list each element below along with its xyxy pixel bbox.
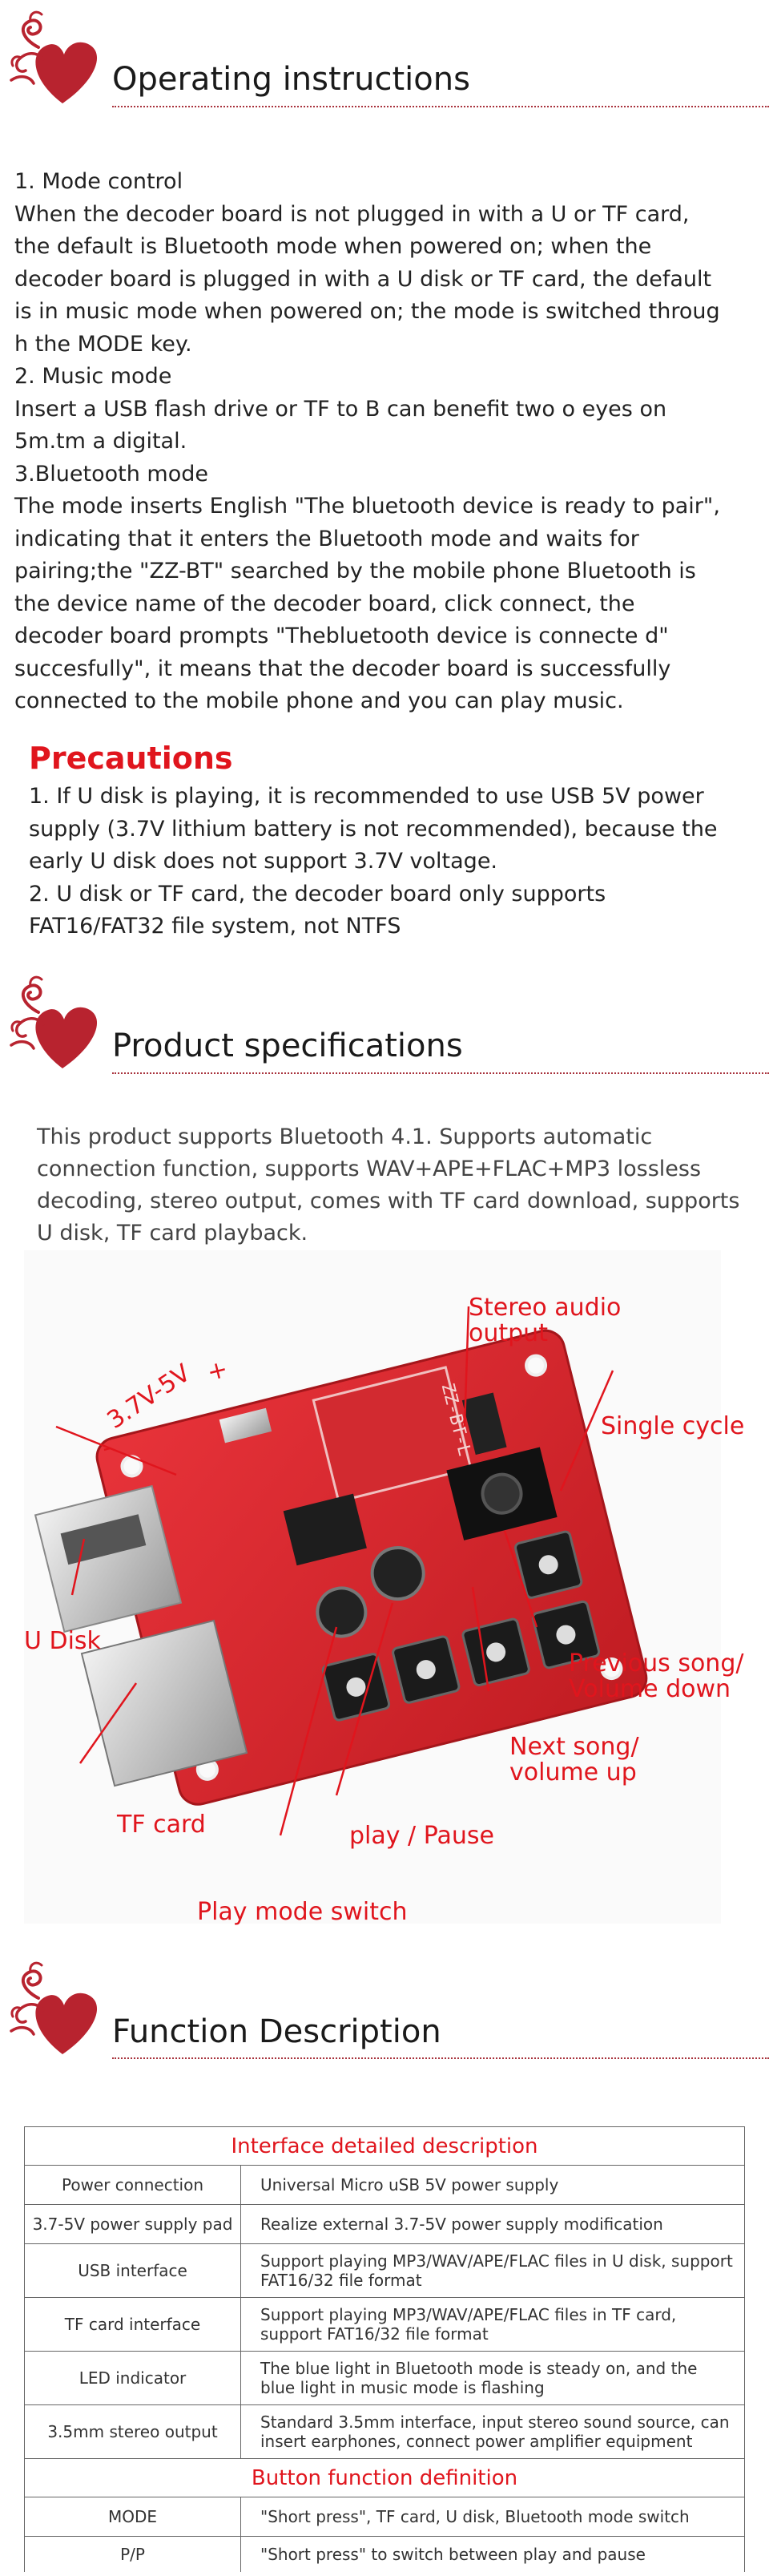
text-line: Insert a USB flash drive or TF to B can …	[14, 396, 667, 422]
text-line: h the MODE key.	[14, 331, 192, 357]
text-line: pairing;the "ZZ-BT" searched by the mobi…	[14, 559, 696, 583]
section-title: Product specifications	[112, 1028, 463, 1064]
table-row: LED indicator The blue light in Bluetoot…	[24, 2351, 745, 2405]
callout-next-song: Next song/ volume up	[509, 1733, 639, 1787]
interface-name: USB interface	[24, 2243, 241, 2298]
callout-single-cycle: Single cycle	[601, 1412, 745, 1440]
interface-name: LED indicator	[24, 2351, 241, 2405]
interface-desc: Universal Micro uSB 5V power supply	[240, 2165, 745, 2205]
decoder-board-diagram: 3.7V-5V - + ZZ-BT-L Stereo audio	[24, 1250, 744, 1926]
text-line: U disk, TF card playback.	[37, 1221, 308, 1246]
dotted-divider	[112, 2057, 769, 2059]
text-line: connection function, supports WAV+APE+FL…	[37, 1157, 702, 1181]
operating-instructions-header: Operating instructions	[0, 3, 769, 115]
text-line: connected to the mobile phone and you ca…	[14, 688, 624, 713]
text-line: indicating that it enters the Bluetooth …	[14, 526, 639, 551]
table-row: Power connection Universal Micro uSB 5V …	[24, 2165, 745, 2205]
text-line: The mode inserts English "The bluetooth …	[14, 494, 720, 519]
heart-flourish-logo-icon	[6, 1954, 119, 2066]
interface-name: Power connection	[24, 2165, 241, 2205]
specification-summary: This product supports Bluetooth 4.1. Sup…	[37, 1121, 742, 1250]
product-specifications-header: Product specifications	[0, 968, 769, 1080]
interface-table-header: Interface detailed description	[24, 2126, 745, 2166]
text-line: decoder board prompts "Thebluetooth devi…	[14, 624, 669, 648]
text-line: When the decoder board is not plugged in…	[14, 201, 690, 227]
interface-name: TF card interface	[24, 2297, 241, 2352]
interface-name: 3.5mm stereo output	[24, 2404, 241, 2459]
button-table-header: Button function definition	[24, 2458, 745, 2497]
callout-play-pause: play / Pause	[349, 1822, 494, 1850]
button-name: P/P	[24, 2536, 241, 2572]
text-line: the device name of the decoder board, cl…	[14, 591, 635, 616]
text-line: supply (3.7V lithium battery is not reco…	[29, 816, 718, 842]
text-line: 3.Bluetooth mode	[14, 461, 208, 487]
text-line: decoder board is plugged in with a U dis…	[14, 266, 712, 292]
interface-desc: Standard 3.5mm interface, input stereo s…	[240, 2404, 745, 2459]
text-line: succesfully", it means that the decoder …	[14, 656, 671, 681]
interface-desc: Support playing MP3/WAV/APE/FLAC files i…	[240, 2243, 745, 2298]
interface-desc: The blue light in Bluetooth mode is stea…	[240, 2351, 745, 2405]
text-line: 2. U disk or TF card, the decoder board …	[29, 881, 606, 906]
text-line: early U disk does not support 3.7V volta…	[29, 849, 498, 874]
button-name: MODE	[24, 2497, 241, 2537]
heart-flourish-logo-icon	[6, 968, 119, 1080]
section-title: Function Description	[112, 2013, 441, 2050]
function-table: Interface detailed description Power con…	[24, 2126, 745, 2572]
pcb-board: 3.7V-5V - + ZZ-BT-L	[95, 1329, 648, 1806]
interface-name: 3.7-5V power supply pad	[24, 2204, 241, 2244]
text-line: 5m.tm a digital.	[14, 429, 187, 454]
function-description-header: Function Description	[0, 1954, 769, 2066]
dotted-divider	[112, 1072, 769, 1074]
interface-desc: Support playing MP3/WAV/APE/FLAC files i…	[240, 2297, 745, 2352]
callout-u-disk: U Disk	[24, 1627, 101, 1655]
callout-tf-card: TF card	[117, 1811, 206, 1839]
callout-previous-song: Previous song/ Volume down	[569, 1649, 744, 1703]
text-line: the default is Bluetooth mode when power…	[14, 234, 652, 259]
button-desc: "Short press", TF card, U disk, Bluetoot…	[240, 2497, 745, 2537]
table-row: TF card interface Support playing MP3/WA…	[24, 2297, 745, 2352]
tf-card-slot	[80, 1619, 248, 1787]
decoder-board-image: 3.7V-5V - + ZZ-BT-L	[24, 1250, 721, 1924]
table-row: MODE "Short press", TF card, U disk, Blu…	[24, 2497, 745, 2537]
text-line: decoding, stereo output, comes with TF c…	[37, 1189, 740, 1213]
precautions-title: Precautions	[29, 741, 233, 776]
text-line: FAT16/FAT32 file system, not NTFS	[29, 914, 401, 939]
interface-desc: Realize external 3.7-5V power supply mod…	[240, 2204, 745, 2244]
text-line: 1. If U disk is playing, it is recommend…	[29, 784, 704, 809]
table-row: 3.5mm stereo output Standard 3.5mm inter…	[24, 2404, 745, 2459]
table-row: 3.7-5V power supply pad Realize external…	[24, 2204, 745, 2244]
text-line: is in music mode when powered on; the mo…	[14, 299, 720, 324]
callout-play-mode-switch: Play mode switch	[197, 1898, 408, 1926]
section-title: Operating instructions	[112, 61, 470, 98]
operating-instructions-body: 1. Mode control When the decoder board i…	[14, 166, 759, 718]
button-desc: "Short press" to switch between play and…	[240, 2536, 745, 2572]
callout-stereo-output: Stereo audio output	[469, 1294, 622, 1347]
precautions-body: 1. If U disk is playing, it is recommend…	[29, 781, 759, 943]
dotted-divider	[112, 106, 769, 107]
text-line: This product supports Bluetooth 4.1. Sup…	[37, 1124, 653, 1149]
heart-flourish-logo-icon	[6, 3, 119, 115]
table-row: USB interface Support playing MP3/WAV/AP…	[24, 2243, 745, 2298]
table-row: P/P "Short press" to switch between play…	[24, 2536, 745, 2572]
text-line: 1. Mode control	[14, 169, 183, 194]
text-line: 2. Music mode	[14, 364, 172, 389]
